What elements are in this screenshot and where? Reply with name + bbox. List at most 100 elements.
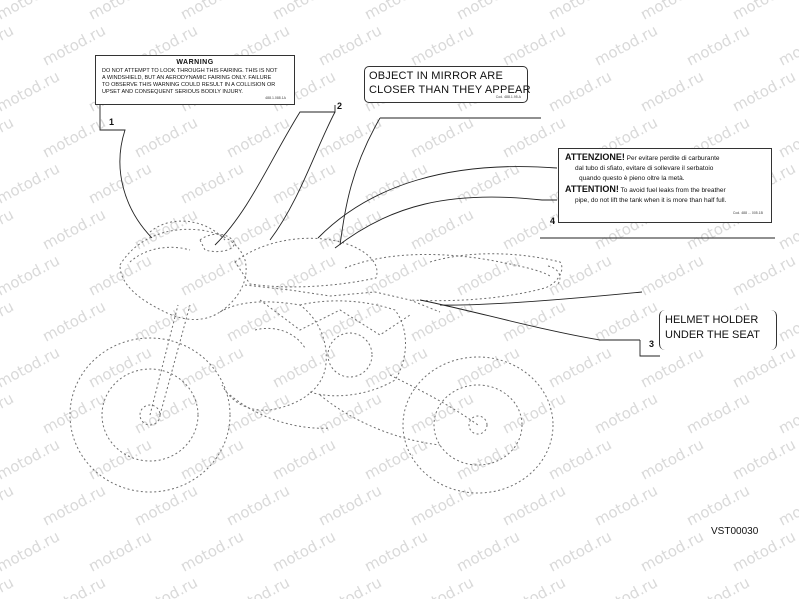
watermark-text: motod.ru	[637, 435, 706, 483]
watermark-text: motod.ru	[0, 205, 17, 253]
mirror-code: Cod. 488.1.95.A	[495, 95, 521, 99]
leader-3-lower	[419, 299, 640, 341]
fuel-code: Cod. 488 ... 005.1B	[732, 211, 763, 215]
watermark-text: motod.ru	[545, 527, 614, 575]
watermark-text: motod.ru	[39, 297, 108, 345]
leader-3-upper	[439, 291, 643, 306]
warning-line: A WINDSHIELD, BUT AN AERODYNAMIC FAIRING…	[102, 75, 272, 81]
helmet-line-1: HELMET HOLDER	[665, 314, 759, 326]
watermark-text: motod.ru	[775, 21, 799, 69]
watermark-text: motod.ru	[315, 297, 384, 345]
watermark-text: motod.ru	[499, 573, 568, 599]
watermark-text: motod.ru	[85, 251, 154, 299]
fuel-tank	[234, 237, 378, 288]
watermark-text: motod.ru	[361, 343, 430, 391]
fuel-en-line-1: ATTENTION! To avoid fuel leaks from the …	[565, 184, 765, 196]
fairing-vent	[254, 327, 306, 349]
fuel-decal: ATTENZIONE! Per evitare perdite di carbu…	[558, 148, 772, 223]
watermark-text: motod.ru	[453, 527, 522, 575]
fuel-it-text-1: Per evitare perdite di carburante	[624, 155, 720, 162]
leader-2-mirror	[214, 105, 336, 246]
rear-hub	[468, 415, 488, 435]
front-brake-disc	[101, 368, 199, 462]
fork-left	[149, 304, 179, 416]
exhaust	[319, 394, 441, 446]
watermark-text: motod.ru	[0, 389, 17, 437]
motorcycle-drawing	[69, 220, 563, 494]
watermark-text: motod.ru	[39, 113, 108, 161]
engine-cover	[327, 332, 373, 378]
watermark-text: motod.ru	[131, 481, 200, 529]
headlight	[129, 246, 191, 263]
watermark-text: motod.ru	[729, 251, 798, 299]
watermark-text: motod.ru	[223, 573, 292, 599]
watermark-text: motod.ru	[269, 0, 338, 24]
watermark-text: motod.ru	[683, 21, 752, 69]
watermark-text: motod.ru	[39, 205, 108, 253]
watermark-text: motod.ru	[545, 0, 614, 24]
leader-3-box	[639, 340, 660, 357]
swingarm	[389, 374, 479, 426]
watermark-text: motod.ru	[545, 435, 614, 483]
watermark-text: motod.ru	[499, 297, 568, 345]
watermark-text: motod.ru	[407, 573, 476, 599]
watermark-text: motod.ru	[269, 527, 338, 575]
watermark-text: motod.ru	[407, 389, 476, 437]
mirror-line-1: OBJECT IN MIRROR ARE	[369, 70, 503, 82]
watermark-text: motod.ru	[775, 205, 799, 253]
warning-decal: WARNING DO NOT ATTEMPT TO LOOK THROUGH T…	[95, 55, 295, 105]
watermark-text: motod.ru	[361, 527, 430, 575]
watermark-text: motod.ru	[0, 343, 63, 391]
watermark-text: motod.ru	[223, 113, 292, 161]
watermark-text: motod.ru	[0, 21, 17, 69]
tail-light	[547, 265, 561, 285]
callout-4: 4	[550, 216, 555, 226]
fork-right	[159, 304, 191, 416]
watermark-text: motod.ru	[223, 205, 292, 253]
rear-wheel	[402, 356, 554, 494]
leader-2-windscreen	[269, 111, 336, 241]
leader-lines	[99, 105, 775, 357]
leader-4-side	[334, 196, 557, 249]
watermark-text: motod.ru	[223, 297, 292, 345]
watermark-text: motod.ru	[683, 481, 752, 529]
mirror-line-2: CLOSER THAN THEY APPEAR	[369, 84, 531, 96]
watermark-text: motod.ru	[591, 481, 660, 529]
watermark-text: motod.ru	[453, 343, 522, 391]
drawing-code: VST00030	[711, 526, 759, 537]
watermark-text: motod.ru	[0, 113, 17, 161]
watermark-text: motod.ru	[39, 573, 108, 599]
watermark-text: motod.ru	[591, 21, 660, 69]
watermark-text: motod.ru	[683, 573, 752, 599]
watermark-text: motod.ru	[315, 573, 384, 599]
watermark-text: motod.ru	[85, 343, 154, 391]
leader-1	[99, 105, 153, 239]
warning-title: WARNING	[176, 59, 214, 66]
watermark-text: motod.ru	[223, 389, 292, 437]
warning-line: TO OBSERVE THIS WARNING COULD RESULT IN …	[102, 82, 276, 88]
watermark-text: motod.ru	[775, 113, 799, 161]
watermark-text: motod.ru	[85, 527, 154, 575]
watermark-text: motod.ru	[407, 21, 476, 69]
watermark-text: motod.ru	[361, 435, 430, 483]
watermark-text: motod.ru	[637, 67, 706, 115]
watermark-text: motod.ru	[775, 389, 799, 437]
watermark-text: motod.ru	[499, 389, 568, 437]
watermark-text: motod.ru	[775, 481, 799, 529]
watermark-text: motod.ru	[499, 481, 568, 529]
rear-rim	[433, 384, 523, 466]
watermark-text: motod.ru	[729, 435, 798, 483]
watermark-text: motod.ru	[315, 481, 384, 529]
helmet-decal: HELMET HOLDER UNDER THE SEAT	[659, 310, 777, 350]
watermark-text: motod.ru	[85, 0, 154, 24]
watermark-text: motod.ru	[315, 205, 384, 253]
watermark-text: motod.ru	[177, 435, 246, 483]
watermark-text: motod.ru	[177, 159, 246, 207]
fuel-en-heading: ATTENTION!	[565, 184, 619, 194]
watermark-text: motod.ru	[269, 435, 338, 483]
watermark-text: motod.ru	[407, 481, 476, 529]
watermark-text: motod.ru	[0, 67, 63, 115]
warning-line: DO NOT ATTEMPT TO LOOK THROUGH THIS FAIR…	[102, 68, 278, 74]
watermark-text: motod.ru	[453, 0, 522, 24]
watermark-text: motod.ru	[315, 113, 384, 161]
